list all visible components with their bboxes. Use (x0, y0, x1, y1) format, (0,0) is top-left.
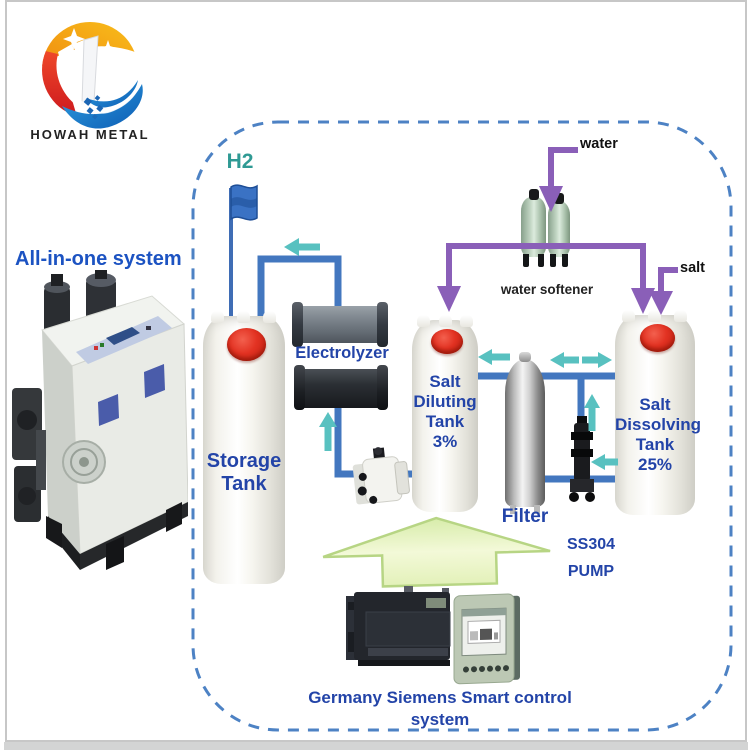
pipe-diluting-to-electrolyzer (334, 404, 414, 478)
water-softener-tank-2 (548, 193, 570, 267)
storage-tank: Storage Tank (203, 311, 285, 584)
arrow-up-to-electrolyzer-icon (319, 412, 337, 451)
electrolyzer-label: Electrolyzer (295, 344, 389, 362)
arrow-up-from-pump-icon (584, 394, 600, 431)
arrow-left-to-storage-icon (284, 238, 320, 256)
h2-label: H2 (226, 150, 254, 173)
arrow-into-diluting-icon (478, 349, 510, 365)
water-softener-tank-1 (521, 189, 546, 267)
h2-flag (229, 184, 258, 317)
water-inlet-line (548, 147, 578, 188)
arrow-right-to-dissolving-icon (582, 352, 612, 368)
arrow-to-pump-suction-icon (591, 454, 618, 470)
electrolyzer-bottom-tube (294, 365, 388, 410)
filter-housing (505, 352, 545, 514)
ss304-pump-label: SS304 PUMP (566, 536, 616, 581)
control-system-label: Germany Siemens Smart control system (308, 688, 572, 730)
all-in-one-machine-photo (12, 270, 188, 570)
salt-diluting-tank: Salt Diluting Tank 3% (412, 315, 478, 512)
electrolyzer-top-tube (292, 302, 388, 347)
arrow-left-transfer-icon (550, 352, 579, 368)
salt-diluting-tank-label: Salt Diluting Tank 3% (413, 372, 477, 451)
salt-dissolving-tank-label: Salt Dissolving Tank 25% (615, 395, 701, 474)
siemens-plc (346, 586, 451, 666)
water-label: water (580, 136, 618, 152)
siemens-hmi-panel (453, 593, 520, 685)
water-softener-label: water softener (500, 282, 594, 297)
ss304-pump (569, 416, 595, 502)
salt-dissolving-tank: Salt Dissolving Tank 25% (615, 310, 701, 515)
image-bottom-edge (4, 742, 748, 750)
salt-inlet-line (658, 267, 678, 293)
salt-diluting-tank-cap (431, 329, 463, 354)
filter-label: Filter (501, 506, 549, 527)
dosing-pump (352, 447, 410, 505)
storage-tank-label: Storage Tank (206, 450, 282, 495)
diluting-feed-arrowhead-icon (437, 286, 461, 312)
salt-label: salt (680, 260, 705, 276)
howah-metal-logo-icon (42, 22, 143, 129)
salt-dissolving-tank-cap (640, 324, 675, 352)
company-name: HOWAH METAL (30, 127, 150, 142)
pipe-dissolving-bottom (534, 456, 617, 483)
all-in-one-label: All-in-one system (15, 248, 182, 270)
storage-tank-cap (227, 328, 266, 361)
